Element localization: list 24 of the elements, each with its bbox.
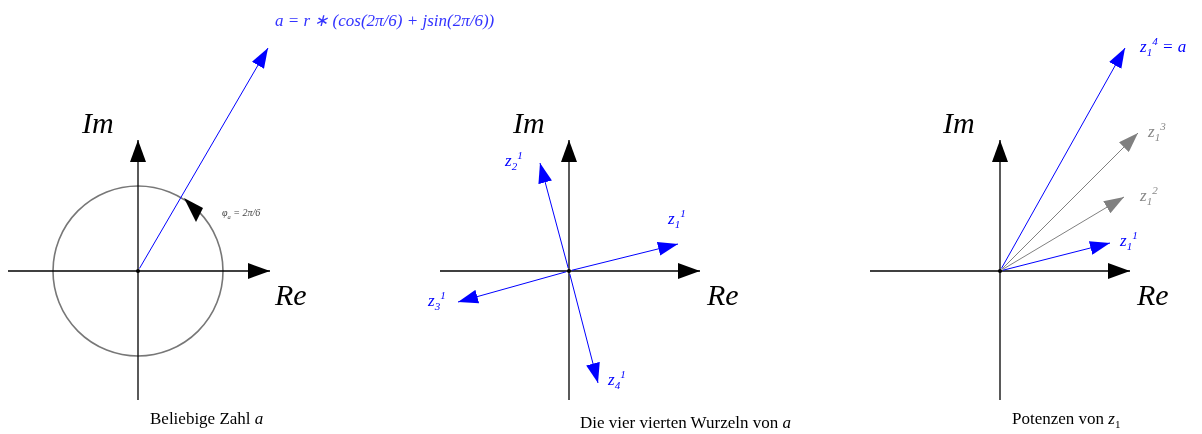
caption: Potenzen von z$_{1}$ — [1012, 410, 1121, 431]
vector-arrow — [538, 162, 569, 269]
axis-label: Re — [1137, 280, 1169, 310]
axis-label: Re — [275, 280, 307, 310]
vector-arrow — [139, 47, 269, 269]
origin-point — [136, 269, 140, 273]
vector-arrow — [457, 271, 567, 304]
vector-arrow — [1002, 241, 1111, 271]
axis-label: Im — [82, 108, 114, 138]
vector-arrow — [571, 242, 679, 271]
axis-label: Im — [943, 108, 975, 138]
caption: Die vier vierten Wurzeln von a — [580, 414, 791, 431]
caption: Beliebige Zahl a — [150, 410, 264, 427]
formula-label: a = r ∗ (cos(2π/6) + jsin(2π/6)) — [275, 12, 495, 29]
vector-arrow — [1000, 47, 1126, 269]
origin-point — [998, 269, 1002, 273]
vector-arrow — [569, 273, 600, 384]
axis-label: Im — [513, 108, 545, 138]
vector-label: z$_{1}$$^{4}$ = a — [1140, 36, 1187, 59]
axis-label: Re — [707, 280, 739, 310]
vector-arrow — [1002, 196, 1125, 270]
vector-arrow — [1001, 132, 1139, 270]
origin-point — [567, 269, 571, 273]
angle-label: φ$_{a}$ = 2π/6 — [222, 208, 261, 221]
